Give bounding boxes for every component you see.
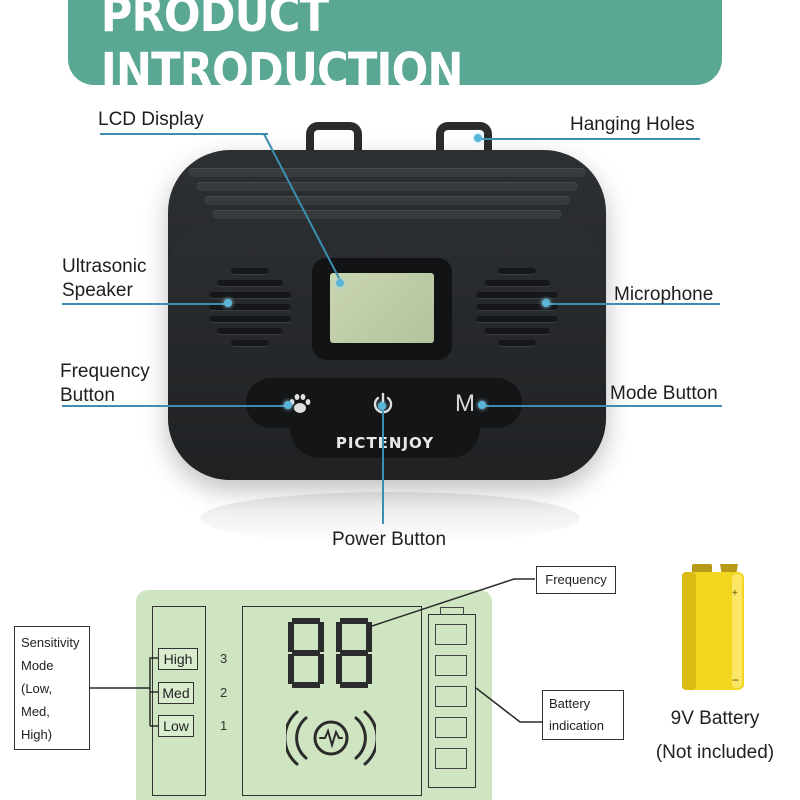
level-number: 3 [220,651,228,666]
hanging-hole-left [306,122,362,164]
device-ridge [212,210,562,219]
callout-mode-button: Mode Button [610,383,718,404]
pointer-dot [284,401,292,409]
pointer-line [100,133,268,135]
battery-meter [428,614,476,788]
diagram-leader-lines [88,578,542,727]
battery-note-line2: indication [549,718,604,733]
pointer-line [62,405,288,407]
battery-cell [435,655,467,676]
battery-note: (Not included) [655,742,775,763]
battery-meter-tip [440,607,464,615]
sensitivity-note-line: Med, [21,704,50,719]
sensitivity-column [152,606,206,796]
battery-cell [435,717,467,738]
callout-power-button: Power Button [332,529,447,550]
page-title: PRODUCT INTRODUCTION [100,0,464,99]
battery-cell [435,748,467,769]
seven-segment-digits [288,618,372,688]
pointer-line [546,303,720,305]
level-number: 2 [220,685,228,700]
battery-note-line1: Battery [549,696,591,711]
sensitivity-note-line: High) [21,727,53,742]
pointer-dot [224,299,232,307]
brand-logo: PICTENJOY [290,428,480,458]
frequency-button[interactable] [284,390,316,418]
battery-label: 9V Battery [670,708,760,729]
level-number: 1 [220,718,228,733]
battery-indication-note: Battery indication [542,690,624,740]
pointer-line [62,303,228,305]
device-ridge [204,196,570,205]
sensitivity-note: Sensitivity Mode (Low, Med, High) [14,626,90,750]
battery-9v-image: + − [682,564,744,690]
battery-cell [435,624,467,645]
device-ridge [196,182,578,191]
callout-microphone: Microphone [614,284,714,305]
svg-text:−: − [732,673,739,687]
pointer-dot [542,299,550,307]
pointer-line [382,406,384,524]
frequency-note: Frequency [536,566,616,594]
mode-button-label: M [455,390,475,417]
pointer-dot [336,279,344,287]
pointer-dot [478,401,486,409]
device-ridge [188,168,586,177]
microphone-grille [474,268,560,347]
callout-speaker-line1: Ultrasonic [62,256,147,277]
callout-hanging-holes: Hanging Holes [570,114,695,135]
sensitivity-high: High [158,648,198,670]
paw-icon [289,394,311,413]
pointer-line [478,138,700,140]
pointer-line [482,405,722,407]
sensitivity-note-line: (Low, [21,681,53,696]
sensitivity-note-line: Mode [21,658,54,673]
hanging-hole-right [436,122,492,164]
callout-frequency-line1: Frequency [60,361,150,382]
lcd-diagram [136,590,492,800]
title-banner: PRODUCT INTRODUCTION [68,0,722,99]
sensitivity-low: Low [158,715,194,737]
callout-speaker-line2: Speaker [62,280,133,301]
pointer-line [263,133,341,281]
svg-text:+: + [732,588,738,599]
ultrasonic-wave-icon [286,710,376,766]
digit-area [242,606,422,796]
sensitivity-med: Med [158,682,194,704]
speaker-grille [207,268,293,347]
mode-button[interactable]: M [448,388,482,420]
pointer-dot [378,402,386,410]
device-reflection [200,492,580,544]
callout-lcd-display: LCD Display [98,109,204,130]
sensitivity-note-line: Sensitivity [21,635,80,650]
lcd-screen [330,273,434,343]
callout-frequency-line2: Button [60,385,115,406]
pointer-dot [474,134,482,142]
battery-cell [435,686,467,707]
